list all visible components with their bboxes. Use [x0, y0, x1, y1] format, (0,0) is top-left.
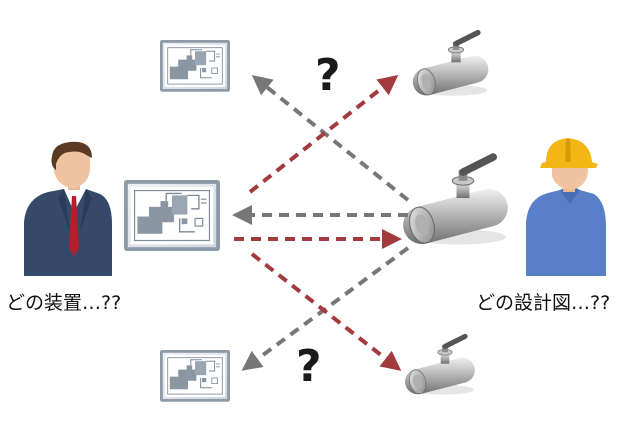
- device-icon-top: [413, 33, 489, 97]
- arrow-red-to-bottom-device: [250, 252, 402, 371]
- arrow-gray-to-top-drawing: [251, 75, 410, 202]
- device-icon-bottom: [405, 336, 475, 395]
- right-caption: どの設計図…??: [476, 292, 611, 314]
- businessman-icon: [24, 141, 112, 276]
- question-mark-bottom: ?: [296, 341, 322, 392]
- left-caption: どの装置…??: [6, 292, 122, 314]
- arrow-gray-to-bottom-drawing: [241, 246, 410, 371]
- drawing-icon-bottom: [159, 349, 231, 403]
- drawing-icon-top: [159, 39, 231, 93]
- drawing-icon-middle: [123, 179, 221, 252]
- arrow-red-to-top-device: [248, 75, 399, 194]
- worker-hardhat-icon: [526, 138, 606, 276]
- question-mark-top: ?: [315, 50, 341, 101]
- device-icon-middle: [403, 157, 508, 246]
